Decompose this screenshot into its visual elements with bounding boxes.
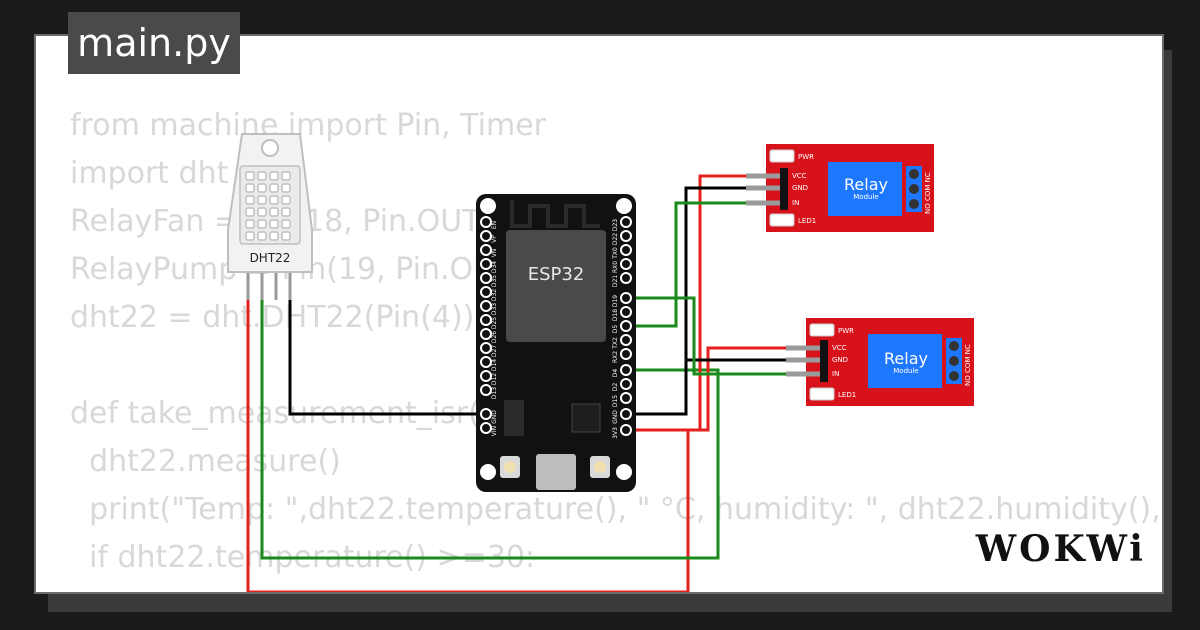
led1 [809, 387, 835, 401]
esp32-pin-label: GND [612, 410, 619, 424]
esp32-left-header [480, 216, 492, 434]
esp32-pin-label: RX0 [612, 261, 619, 273]
terminal-labels: NO COM NC [924, 172, 932, 214]
esp32-pin-label: D2 [612, 383, 619, 392]
esp32-pin-label: D14 [491, 359, 498, 371]
esp32-pin-label: D23 [612, 219, 619, 231]
code-background: from machine import Pin, Timer import dh… [70, 102, 1164, 592]
esp32-pin-label: TX0 [612, 247, 619, 260]
esp32-pin-label: D35 [491, 275, 498, 287]
esp32-pin-label: D12 [491, 373, 498, 385]
dht22-grille [239, 165, 301, 245]
esp32-pin-label: D4 [612, 369, 619, 378]
led1-label: LED1 [798, 217, 816, 225]
relay-pins [746, 173, 780, 206]
code-line: from machine import Pin, Timer [70, 108, 547, 143]
usb-chip [571, 403, 601, 433]
relay-title: Relay [844, 175, 888, 194]
relay-box [868, 334, 942, 388]
regulator [504, 400, 524, 436]
relay-module-1[interactable]: PWR LED1 VCC GND IN Relay Module NO COM … [746, 144, 934, 232]
esp32-pin-label: D18 [612, 309, 619, 321]
relay-title: Relay [884, 349, 928, 368]
wire-dht-data [260, 300, 720, 560]
dht22-label: DHT22 [250, 251, 291, 265]
esp32-pin-label: D25 [491, 317, 498, 329]
pwr-led [809, 323, 835, 337]
vcc-label: VCC [832, 344, 847, 352]
esp32-pin-label: D26 [491, 331, 498, 343]
vcc-label: VCC [792, 172, 807, 180]
esp32-pin-label: D21 [612, 275, 619, 287]
gnd-label: GND [832, 356, 848, 364]
esp32-module [506, 230, 606, 342]
esp32-pin-label: D27 [491, 345, 498, 357]
wire-relay2-vcc [700, 346, 786, 432]
esp32-pin-label: 3V3 [612, 427, 619, 439]
in-label: IN [792, 199, 799, 207]
esp32-pin-label: D34 [491, 261, 498, 273]
in-label: IN [832, 370, 839, 378]
dht22-sensor[interactable]: DHT22 [227, 133, 313, 300]
code-line: RelayFan.on() [70, 582, 1162, 592]
wokwi-logo: WOKWi [975, 528, 1146, 570]
pwr-label: PWR [798, 153, 814, 161]
wire-relay1-in [628, 201, 746, 328]
esp32-pin-label: D5 [612, 325, 619, 334]
esp32-pin-label: D33 [491, 303, 498, 315]
wire-relay1-gnd [628, 186, 746, 416]
pwr-label: PWR [838, 327, 854, 335]
esp32-pin-label: D15 [612, 395, 619, 407]
usb-port [536, 454, 576, 490]
esp32-pin-label: VN [491, 249, 498, 258]
relay-subtitle: Module [853, 193, 878, 201]
esp32-pin-label: VIN [491, 426, 498, 436]
terminal-labels: NO COM NC [964, 344, 972, 386]
esp32-label: ESP32 [528, 264, 585, 285]
led1 [769, 213, 795, 227]
esp32-pin-label: D22 [612, 233, 619, 245]
esp32-corner-holes [480, 198, 632, 480]
relay-box [828, 162, 902, 216]
esp32-pin-label: D32 [491, 289, 498, 301]
esp32-pin-label: VP [491, 235, 498, 243]
file-tab[interactable]: main.py [68, 12, 240, 74]
esp32-pin-label: D13 [491, 387, 498, 399]
esp32-pin-label: D19 [612, 295, 619, 307]
esp32-pin-label: TX2 [612, 337, 619, 350]
pwr-led [769, 149, 795, 163]
wire-relay2-in [628, 296, 786, 376]
code-line: print("Temp: ",dht22.temperature(), " °C… [70, 492, 1164, 527]
esp32-pin-label: EN [491, 221, 498, 229]
code-line: dht22.measure() [70, 444, 341, 479]
wire-dht-gnd [288, 300, 484, 416]
gnd-label: GND [792, 184, 808, 192]
led1-label: LED1 [838, 391, 856, 399]
wire-relay2-gnd [684, 358, 786, 414]
relay-subtitle: Module [893, 367, 918, 375]
esp32-pin-label: RX2 [612, 351, 619, 363]
esp32-pin-label: GND [491, 410, 498, 424]
code-line: RelayFan = Pin(18, Pin.OUT) [70, 204, 493, 239]
relay-module-2[interactable]: PWR LED1 VCC GND IN Relay Module NO COM … [786, 318, 974, 406]
antenna-trace [510, 200, 600, 228]
code-line: import dht [70, 156, 229, 191]
esp32-right-header [620, 216, 632, 436]
relay-pins [786, 345, 820, 377]
